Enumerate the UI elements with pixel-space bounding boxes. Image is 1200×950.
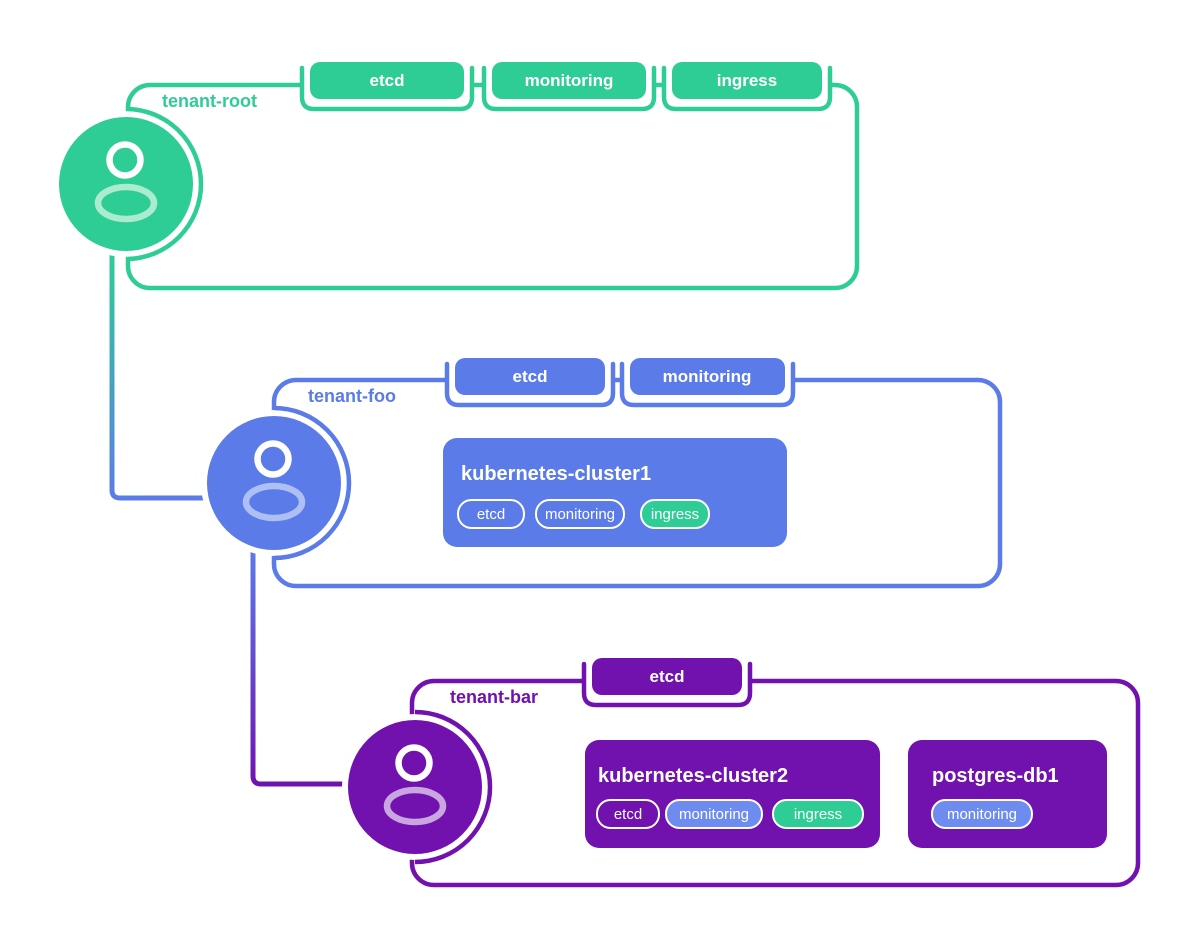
tenant-foo-group: etcd monitoring tenant-foo kubernetes-cl… [201, 358, 1003, 589]
workload-card [585, 740, 880, 848]
avatar-ring [273, 405, 352, 561]
pill-label: ingress [794, 806, 842, 823]
pill-label: etcd [477, 506, 505, 523]
tenant-name-label: tenant-foo [308, 386, 396, 406]
tab-etcd [592, 658, 742, 695]
person-icon [242, 440, 306, 522]
person-icon [94, 141, 158, 223]
tab-label: monitoring [525, 71, 614, 90]
tab-monitoring [492, 62, 646, 99]
pill-monitoring [931, 799, 1033, 829]
tab-ingress [672, 62, 822, 99]
tab-monitoring [630, 358, 785, 395]
tab-label: ingress [717, 71, 777, 90]
pill-label: ingress [651, 506, 699, 523]
tab-label: monitoring [663, 367, 752, 386]
pill-monitoring [665, 799, 763, 829]
pill-ingress [640, 499, 710, 529]
pill-monitoring [535, 499, 625, 529]
avatar-ring [125, 106, 204, 262]
tab-label: etcd [513, 367, 548, 386]
workload-title: kubernetes-cluster2 [598, 765, 788, 787]
workload-card [908, 740, 1107, 848]
tenant-name-label: tenant-root [162, 91, 257, 111]
tab-etcd [310, 62, 464, 99]
pill-label: monitoring [679, 806, 749, 823]
workload-card-kubernetes-cluster1: kubernetes-cluster1 etcd monitoring ingr… [443, 438, 787, 547]
connector-foo-to-bar [250, 548, 352, 787]
workload-title: kubernetes-cluster1 [461, 463, 651, 485]
tenant-root-boundary [125, 82, 860, 291]
workload-card-postgres-db1: postgres-db1 monitoring [908, 740, 1107, 848]
pill-etcd [596, 799, 660, 829]
workload-card-kubernetes-cluster2: kubernetes-cluster2 etcd monitoring ingr… [585, 740, 880, 848]
pill-label: etcd [614, 806, 642, 823]
workload-title: postgres-db1 [932, 765, 1059, 787]
tenant-bar-group: etcd tenant-bar kubernetes-cluster2 etcd… [342, 658, 1141, 888]
tenant-name-label: tenant-bar [450, 687, 538, 707]
pill-label: monitoring [545, 506, 615, 523]
workload-card [443, 438, 787, 547]
tab-label: etcd [370, 71, 405, 90]
tab-etcd [455, 358, 605, 395]
person-icon [383, 744, 447, 826]
tenant-root-group: etcd monitoring ingress tenant-root [53, 62, 860, 291]
tab-label: etcd [650, 667, 685, 686]
pill-ingress [772, 799, 864, 829]
connector-root-to-foo [109, 250, 210, 501]
pill-etcd [457, 499, 525, 529]
pill-label: monitoring [947, 806, 1017, 823]
avatar-ring [414, 709, 493, 865]
